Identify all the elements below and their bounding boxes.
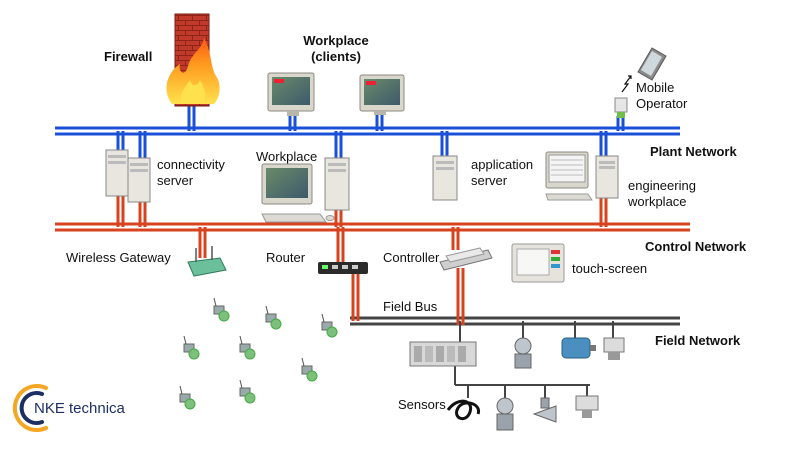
control-drop-lines (116, 195, 608, 325)
mobile-operator-label-line1: Mobile (636, 80, 675, 95)
controller-label: Controller (383, 250, 440, 265)
keyboard-icon (261, 213, 335, 223)
control-network-label: Control Network (645, 239, 747, 254)
engineering-workplace-label-line1: engineering (628, 178, 696, 193)
connectivity-server-label-line1: connectivity (157, 157, 225, 172)
connectivity-server-label: connectivity server (157, 157, 225, 189)
workplace-monitor-icon (261, 163, 313, 205)
flow-meter-icon (496, 397, 514, 431)
application-server-label-line2: server (471, 173, 508, 188)
plant-network-bus (55, 126, 680, 136)
connectivity-server-icon (105, 149, 151, 203)
motor-icon (561, 337, 596, 359)
wireless-sensors (179, 297, 338, 410)
application-server-label: application server (471, 157, 533, 189)
wireless-sensor-icon (239, 335, 256, 360)
client-monitor-2 (359, 74, 405, 115)
level-transmitter-icon (575, 395, 599, 418)
mobile-access-point-icon (614, 97, 628, 118)
pressure-transmitter-icon (514, 337, 532, 369)
touch-panel-icon (511, 243, 565, 283)
workplace-server-icon (324, 157, 350, 211)
workplace-clients-label: Workplace (clients) (290, 33, 382, 65)
logo-text: NKE technica (34, 400, 125, 417)
wireless-sensor-icon (213, 297, 230, 322)
wireless-signal-icon (621, 75, 632, 93)
valve-icon (532, 397, 557, 423)
field-transmitter-icon (603, 337, 625, 360)
sensors-label: Sensors (398, 397, 446, 412)
client-monitor-1 (267, 72, 315, 116)
field-bus-label: Field Bus (383, 299, 438, 314)
controller-rail-icon (439, 247, 493, 271)
logo-icon (12, 384, 48, 432)
wireless-sensor-icon (265, 305, 282, 330)
sensor-cable-icon (446, 399, 481, 421)
plant-network-label: Plant Network (650, 144, 737, 159)
mobile-operator-label-line2: Operator (636, 96, 688, 111)
wireless-sensor-icon (321, 313, 338, 338)
control-network-bus (55, 222, 690, 232)
field-network-bus (350, 316, 680, 326)
application-server-label-line1: application (471, 157, 534, 172)
io-rack-icon (409, 341, 477, 367)
touch-screen-label: touch-screen (572, 261, 648, 276)
engineering-server-icon (595, 155, 619, 199)
wireless-sensor-icon (179, 385, 196, 410)
router-icon (318, 262, 368, 274)
field-network-label: Field Network (655, 333, 741, 348)
wireless-gateway-icon (187, 246, 227, 277)
wireless-gateway-label: Wireless Gateway (66, 250, 171, 265)
mobile-operator-label: Mobile Operator (636, 80, 687, 112)
wireless-sensor-icon (183, 335, 200, 360)
application-server-icon (432, 155, 458, 201)
plant-drop-lines (116, 105, 625, 160)
field-drop-lines (454, 321, 614, 398)
engineering-monitor-icon (545, 151, 593, 201)
firewall-icon (166, 13, 220, 107)
wireless-sensor-icon (301, 357, 318, 382)
engineering-workplace-label-line2: workplace (628, 194, 687, 209)
router-label: Router (266, 250, 306, 265)
connectivity-server-label-line2: server (157, 173, 194, 188)
firewall-label: Firewall (104, 49, 153, 64)
workplace-clients-label-line1: Workplace (303, 33, 369, 48)
workplace-clients-label-line2: (clients) (311, 49, 361, 64)
workplace-label: Workplace (256, 149, 318, 164)
engineering-workplace-label: engineering workplace (628, 178, 696, 210)
pda-icon (637, 47, 667, 81)
wireless-sensor-icon (239, 379, 256, 404)
